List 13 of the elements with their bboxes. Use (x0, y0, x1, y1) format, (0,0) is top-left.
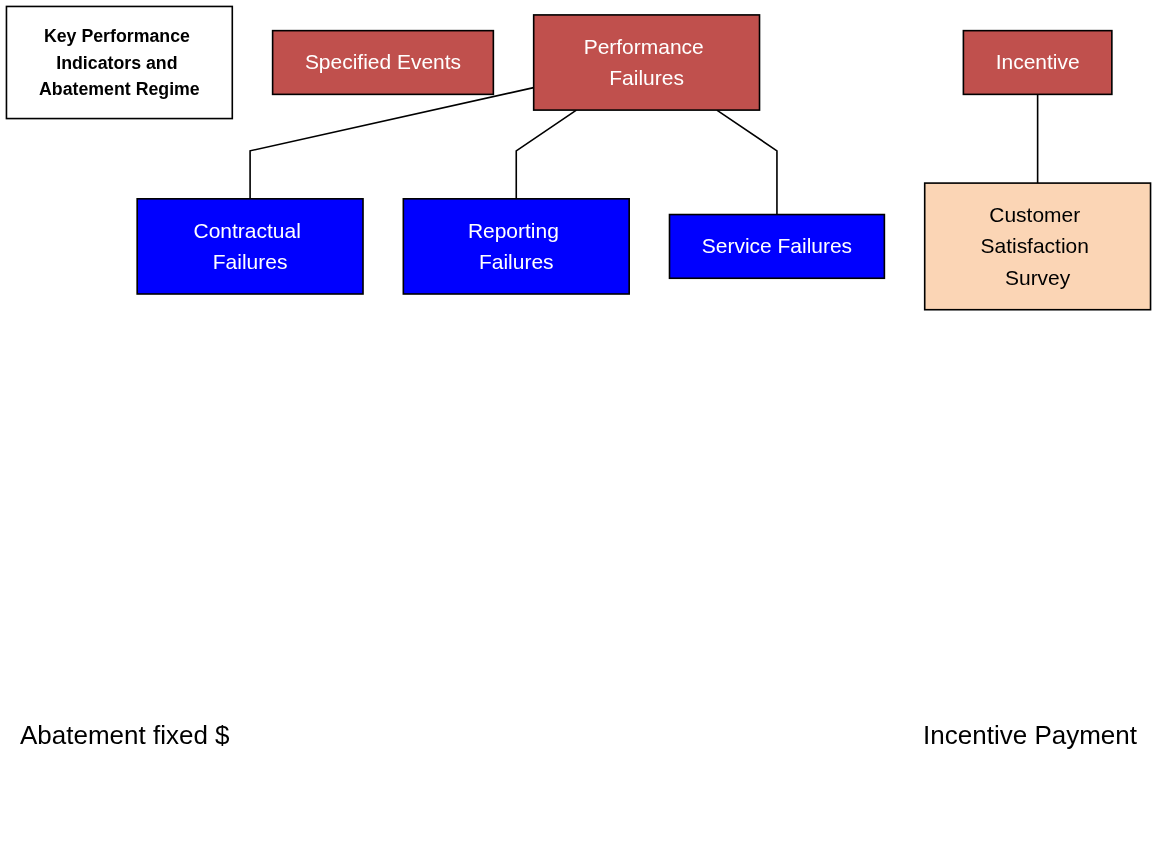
connector (716, 109, 778, 216)
node-box: Service Failures (668, 213, 886, 280)
node-box: Key Performance Indicators and Abatement Regime (5, 5, 234, 120)
node-box: Incentive (962, 29, 1113, 96)
note-text: Abatement fixed $ (20, 720, 230, 751)
connector (1036, 93, 1039, 184)
note-text: Incentive Payment (923, 720, 1137, 751)
connector (515, 109, 578, 200)
node-box: Customer Satisfaction Survey (923, 182, 1152, 311)
node-box: Performance Failures (532, 14, 761, 111)
node-box: Specified Events (271, 29, 495, 96)
node-box: Contractual Failures (136, 198, 364, 295)
node-box: Reporting Failures (402, 198, 630, 295)
